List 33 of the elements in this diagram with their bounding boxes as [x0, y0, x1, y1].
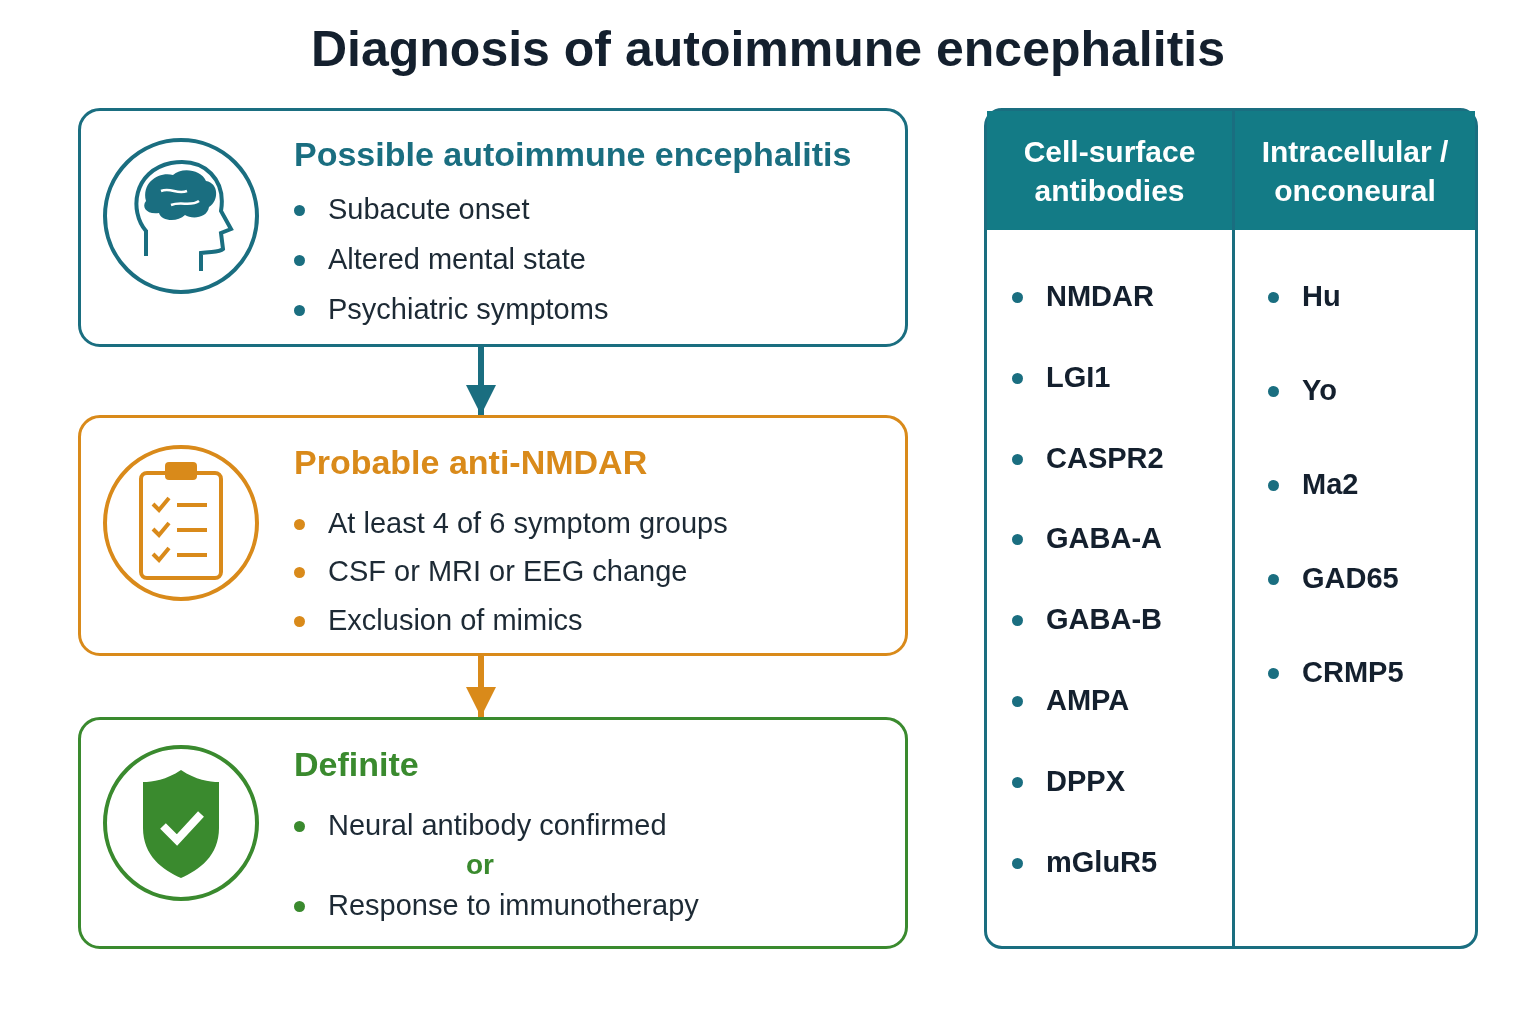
process-box: [78, 415, 908, 656]
box-heading: Definite: [294, 745, 419, 784]
bullet-item: Altered mental state: [294, 243, 586, 276]
box-heading: Possible autoimmune encephalitis: [294, 135, 852, 174]
bullet-item: Subacute onset: [294, 193, 530, 226]
list-item: LGI1: [1012, 360, 1111, 394]
bullet-item: Psychiatric symptoms: [294, 293, 609, 326]
list-item: GAD65: [1268, 562, 1399, 595]
arrow: [466, 347, 496, 415]
bullet-item: Neural antibody confirmed: [294, 809, 667, 842]
list-item: Yo: [1268, 374, 1337, 407]
box-heading: Probable anti-NMDAR: [294, 443, 648, 482]
list-item: Ma2: [1268, 468, 1359, 501]
list-item: mGluR5: [1012, 845, 1158, 879]
list-item: Hu: [1268, 280, 1341, 313]
list-item: CRMP5: [1268, 656, 1404, 689]
arrow: [466, 656, 496, 717]
process-box: [78, 108, 908, 347]
list-item: CASPR2: [1012, 441, 1164, 475]
list-item: DPPX: [1012, 764, 1125, 798]
column-header: Cell-surface antibodies: [987, 111, 1232, 230]
list-item: AMPA: [1012, 684, 1130, 717]
list-item: GABA-B: [1012, 603, 1162, 637]
list-item: NMDAR: [1012, 280, 1154, 313]
bullet-item: At least 4 of 6 symptom groups: [294, 507, 728, 540]
process-box: [78, 717, 908, 949]
bullet-item: CSF or MRI or EEG change: [294, 555, 688, 588]
bullet-item: Exclusion of mimics: [294, 604, 583, 637]
column-header: Intracellular / onconeural: [1235, 111, 1475, 230]
bullet-item: Response to immunotherapy: [294, 889, 699, 922]
list-item: GABA-A: [1012, 522, 1162, 556]
connector-word: or: [466, 849, 494, 881]
title: Diagnosis of autoimmune encephalitis: [309, 20, 1226, 78]
